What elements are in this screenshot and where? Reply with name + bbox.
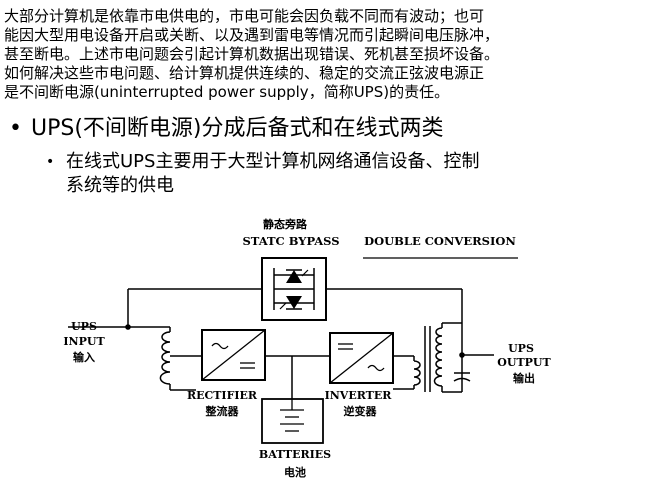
intro-line: 大部分计算机是依靠市电供电的，市电可能会因负载不同而有波动；也可 bbox=[4, 7, 485, 25]
inverter-block bbox=[329, 332, 394, 384]
rectifier-cn-label: 整流器 bbox=[205, 404, 240, 418]
output-transformer-icon bbox=[413, 326, 443, 392]
intro-paragraph: 大部分计算机是依靠市电供电的，市电可能会因负载不同而有波动；也可 能因大型用电设… bbox=[4, 7, 646, 102]
intro-line: 如何解决这些市电问题、给计算机提供连续的、稳定的交流正弦波电源正 bbox=[4, 64, 485, 82]
double-conversion-label: DOUBLE CONVERSION bbox=[364, 234, 516, 248]
ups-input-label-2: INPUT bbox=[63, 335, 105, 348]
inverter-cn-label: 逆变器 bbox=[344, 404, 378, 418]
bullet-dot: • bbox=[9, 116, 22, 141]
output-capacitor-icon bbox=[453, 372, 471, 382]
bullet-2-line: 在线式UPS主要用于大型计算机网络通信设备、控制 bbox=[66, 151, 480, 172]
bullet-level-1: • UPS(不间断电源)分成后备式和在线式两类 bbox=[9, 114, 444, 144]
intro-line: 能因大型用电设备开启或关断、以及遇到雷电等情况而引起瞬间电压脉冲， bbox=[4, 26, 500, 44]
inverter-label: INVERTER bbox=[325, 389, 393, 402]
thyristor-up-icon bbox=[286, 270, 302, 283]
ac-wave-icon bbox=[211, 342, 229, 350]
input-inductor-icon bbox=[159, 331, 171, 385]
battery-block bbox=[261, 398, 324, 444]
ups-output-label-2: OUTPUT bbox=[497, 356, 551, 369]
input-junction-dot bbox=[125, 324, 131, 330]
bullet-dot: • bbox=[46, 154, 55, 170]
rectifier-label: RECTIFIER bbox=[187, 389, 258, 402]
static-bypass-cn-label: 静态旁路 bbox=[263, 217, 308, 231]
intro-line: 是不间断电源(uninterrupted power supply，简称UPS)… bbox=[4, 83, 450, 101]
thyristor-down-icon bbox=[286, 296, 302, 309]
intro-line: 甚至断电。上述市电问题会引起计算机数据出现错误、死机甚至损坏设备。 bbox=[4, 45, 500, 63]
static-bypass-en-label: STATC BYPASS bbox=[242, 234, 339, 248]
static-bypass-switch bbox=[261, 257, 327, 321]
ups-input-cn-label: 输入 bbox=[73, 350, 95, 364]
bullet-1-text: UPS(不间断电源)分成后备式和在线式两类 bbox=[31, 116, 444, 141]
batteries-label: BATTERIES bbox=[259, 448, 331, 461]
rectifier-block bbox=[201, 329, 266, 381]
bullet-2-text: 在线式UPS主要用于大型计算机网络通信设备、控制 系统等的供电 bbox=[66, 150, 479, 198]
output-junction-dot bbox=[459, 352, 465, 358]
ups-output-cn-label: 输出 bbox=[513, 371, 535, 385]
batteries-cn-label: 电池 bbox=[284, 465, 306, 479]
bullet-2-line: 系统等的供电 bbox=[66, 175, 174, 196]
ups-output-label-1: UPS bbox=[508, 342, 534, 355]
ac-wave-icon bbox=[367, 364, 385, 372]
